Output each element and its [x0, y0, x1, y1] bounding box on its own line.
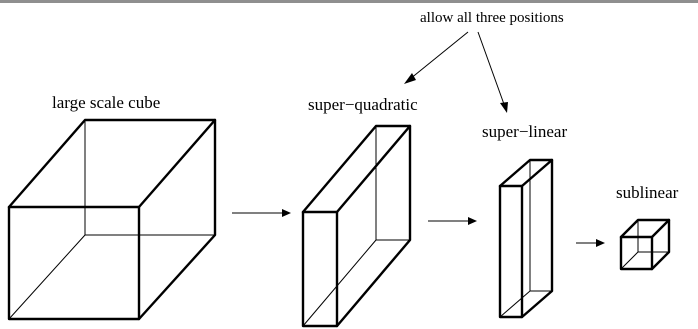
annotation-arrow-left: [404, 31, 469, 84]
quadratic-label: super−quadratic: [308, 95, 418, 114]
cube-label: large scale cube: [52, 93, 160, 112]
super-linear-box: [498, 158, 554, 319]
top-rule: [0, 0, 698, 3]
large-scale-cube: [7, 118, 217, 321]
sublinear-box: [619, 218, 671, 271]
sublinear-label: sublinear: [616, 183, 679, 202]
arrow-linear-to-sublinear: [576, 239, 605, 247]
annotation-label: allow all three positions: [420, 10, 564, 26]
annotation-arrow-right: [477, 31, 508, 113]
super-quadratic-box: [301, 124, 412, 328]
linear-label: super−linear: [482, 122, 567, 141]
arrow-quadratic-to-linear: [428, 217, 477, 225]
arrow-cube-to-quadratic: [232, 209, 291, 217]
